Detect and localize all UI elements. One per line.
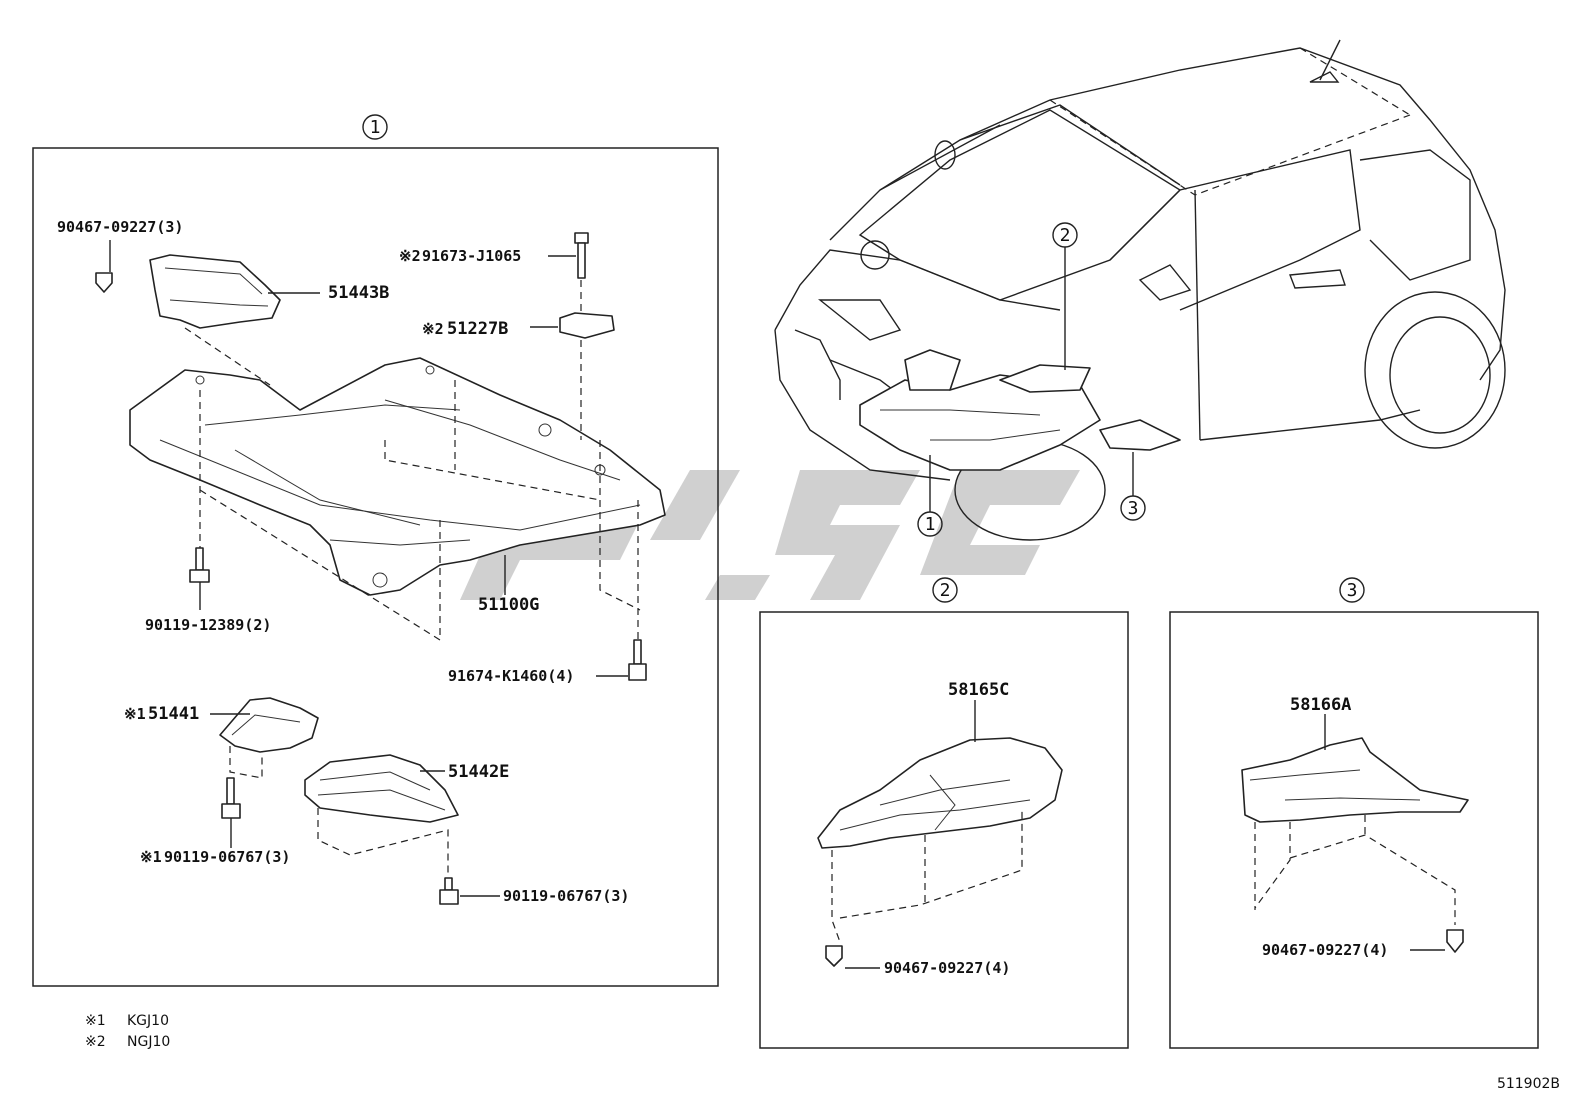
label-mark-91673: ※2 [399, 247, 421, 265]
label-58166A: 58166A [1290, 695, 1351, 715]
label-90467-09227-3: 90467-09227(3) [57, 218, 183, 236]
part-51227B: ※2 51227B [422, 312, 615, 339]
clip-90467-09227-s2: 90467-09227(4) [825, 945, 1010, 977]
section-1-frame [32, 147, 719, 987]
car-callout-3-text: 3 [1128, 498, 1139, 519]
s2-dash-2 [839, 808, 1023, 919]
section-2: 2 58165C 90467-09227(4) [759, 577, 1129, 1049]
car-callout-3: 3 [1120, 452, 1146, 521]
label-90467-09227-4-s2: 90467-09227(4) [884, 959, 1010, 977]
car-callout-1-text: 1 [925, 514, 936, 535]
section-1-dash-lines [184, 280, 641, 641]
bolt-90119-12389: 90119-12389(2) [145, 547, 271, 634]
label-51100G: 51100G [478, 595, 539, 615]
label-90119-06767a: 90119-06767(3) [164, 848, 290, 866]
label-90119-06767b: 90119-06767(3) [503, 887, 629, 905]
vehicle-illustration: 2 1 3 [774, 39, 1506, 541]
car-callout-1: 1 [917, 455, 943, 537]
legend-code-2: NGJ10 [127, 1034, 170, 1050]
s2-dash-1 [831, 850, 841, 943]
label-51442E: 51442E [448, 762, 509, 782]
label-58165C: 58165C [948, 680, 1009, 700]
label-51441: 51441 [148, 704, 199, 724]
section-3-frame [1169, 611, 1539, 1049]
label-mark-90119-06767a: ※1 [140, 848, 162, 866]
section-3: 3 58166A 90467-09227(4) [1169, 577, 1539, 1049]
label-mark-51441: ※1 [124, 705, 146, 723]
part-51100G: 51100G [129, 357, 666, 615]
bolt-91674-K1460: 91674-K1460(4) [448, 639, 647, 685]
label-90119-12389: 90119-12389(2) [145, 616, 271, 634]
label-51227B: 51227B [447, 319, 508, 339]
section-2-number: 2 [940, 580, 951, 601]
section-2-frame [759, 611, 1129, 1049]
clip-90467-09227-s3: 90467-09227(4) [1262, 929, 1464, 959]
label-90467-09227-4-s3: 90467-09227(4) [1262, 941, 1388, 959]
label-mark-51227B: ※2 [422, 320, 444, 338]
diagram-id: 511902B [1497, 1076, 1560, 1092]
part-51442E: 51442E [304, 754, 509, 880]
section-number: 1 [370, 117, 381, 138]
part-51441: ※1 51441 [124, 697, 319, 779]
legend-mark-2: ※2 [85, 1034, 106, 1050]
legend-code-1: KGJ10 [127, 1013, 169, 1029]
label-91673-J1065: 91673-J1065 [422, 247, 521, 265]
s3-dash-3 [1289, 834, 1456, 925]
bolt-91673-J1065: ※2 91673-J1065 [399, 232, 589, 279]
s3-dash-2 [1254, 822, 1291, 909]
section-3-number: 3 [1347, 580, 1358, 601]
legend-mark-1: ※1 [85, 1013, 106, 1029]
legend: ※1 KGJ10 ※2 NGJ10 [85, 1013, 170, 1050]
part-58165C: 58165C [817, 680, 1063, 849]
section-1: 1 51443B 90467-09227(3) [32, 114, 719, 987]
part-58166A: 58166A [1241, 695, 1469, 823]
bolt-90119-06767-kgj10: ※1 90119-06767(3) [140, 777, 290, 866]
label-91674-K1460: 91674-K1460(4) [448, 667, 574, 685]
car-callout-2: 2 [1052, 222, 1078, 370]
bolt-90119-06767: 90119-06767(3) [439, 877, 629, 905]
part-51443B: 51443B [149, 254, 389, 329]
car-callout-2-text: 2 [1060, 225, 1071, 246]
clip-90467-09227: 90467-09227(3) [57, 218, 183, 293]
label-51443B: 51443B [328, 283, 389, 303]
section-number-circle [362, 114, 388, 140]
